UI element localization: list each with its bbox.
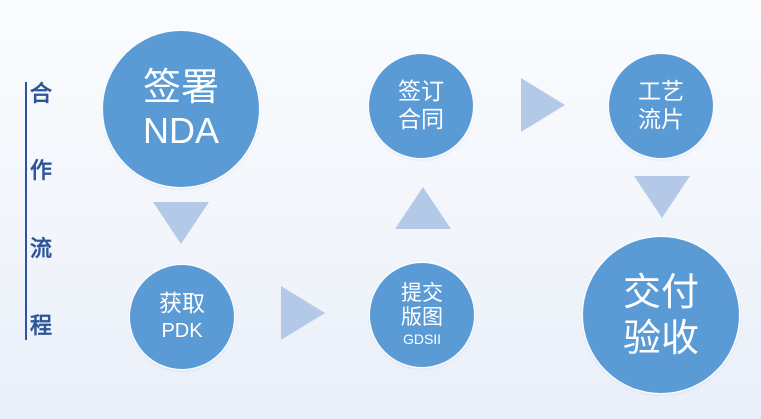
step-label: PDK [161,320,203,342]
step-sign-nda: 签署 NDA [103,31,259,187]
step-submit-layout: 提交 版图 GDSII [370,263,474,367]
side-title-char: 作 [30,159,53,185]
side-title-char: 流 [30,236,53,262]
step-label: 工艺 [638,79,684,105]
arrow-right-icon [281,286,325,340]
side-title: 合 作 流 程 [25,82,52,340]
step-tapeout: 工艺 流片 [609,54,713,158]
step-label: 签署 [142,65,219,109]
step-label: 签订 [398,79,444,105]
step-get-pdk: 获取 PDK [130,265,234,369]
arrow-up-icon [395,187,451,229]
step-sign-contract: 签订 合同 [369,54,473,158]
step-label: 验收 [622,316,699,360]
step-label: 合同 [398,107,444,133]
side-title-char: 程 [30,313,53,339]
step-label: 交付 [622,270,699,314]
step-label: 流片 [638,107,684,133]
step-label: GDSII [402,331,442,347]
step-label: 提交 [401,281,443,305]
step-label: 获取 [159,291,205,317]
step-label: 版图 [401,305,443,329]
step-label: NDA [142,110,219,151]
side-title-char: 合 [30,82,53,107]
arrow-right-icon [521,78,565,132]
arrow-down-icon [153,202,209,244]
step-delivery-acceptance: 交付 验收 [583,237,739,393]
arrow-down-icon [634,176,690,218]
